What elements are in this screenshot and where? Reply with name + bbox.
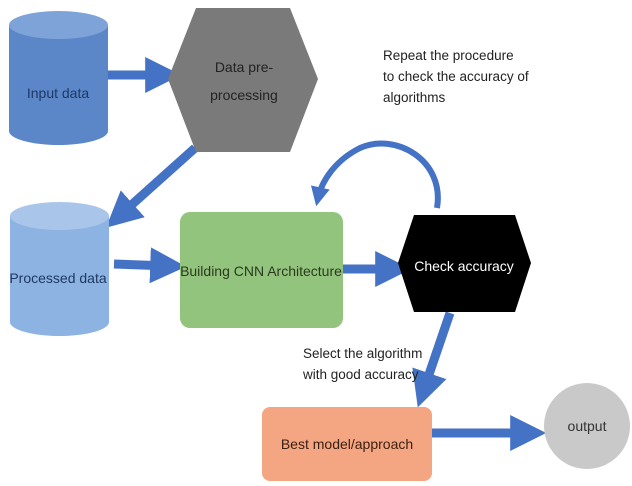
node-output: output [544, 383, 630, 469]
processed-data-label: Processed data [9, 270, 106, 286]
select-annotation: Select the algorithm with good accuracy [303, 343, 422, 385]
node-input-data: Input data [9, 11, 108, 145]
best-model-label: Best model/approach [281, 436, 413, 452]
node-cnn: Building CNN Architecture [180, 212, 343, 328]
preprocessing-label-line2: processing [210, 87, 278, 103]
select-annotation-line1: Select the algorithm [303, 346, 423, 361]
select-annotation-line2: with good accuracy [303, 367, 419, 382]
arrow-repeat-loop [310, 140, 441, 209]
input-data-label: Input data [27, 85, 89, 101]
arrows [105, 57, 547, 451]
repeat-annotation-line2: to check the accuracy of [383, 69, 529, 84]
repeat-annotation-line3: algorithms [383, 90, 446, 105]
repeat-annotation-line1: Repeat the procedure [383, 48, 514, 63]
repeat-annotation: Repeat the procedure to check the accura… [383, 45, 529, 108]
node-check-accuracy: Check accuracy [398, 215, 531, 312]
output-label: output [568, 418, 607, 434]
node-processed-data: Processed data [9, 202, 109, 336]
node-preprocessing: Data pre- processing [168, 8, 318, 152]
cnn-label: Building CNN Architecture [180, 263, 342, 279]
preprocessing-label-line1: Data pre- [215, 59, 274, 75]
check-accuracy-label: Check accuracy [414, 258, 514, 274]
arrow-processed-to-cnn [113, 247, 187, 284]
arrow-preprocessing-to-processed [105, 144, 199, 228]
node-best-model: Best model/approach [262, 407, 432, 481]
arrow-check-to-best-model [412, 311, 455, 408]
